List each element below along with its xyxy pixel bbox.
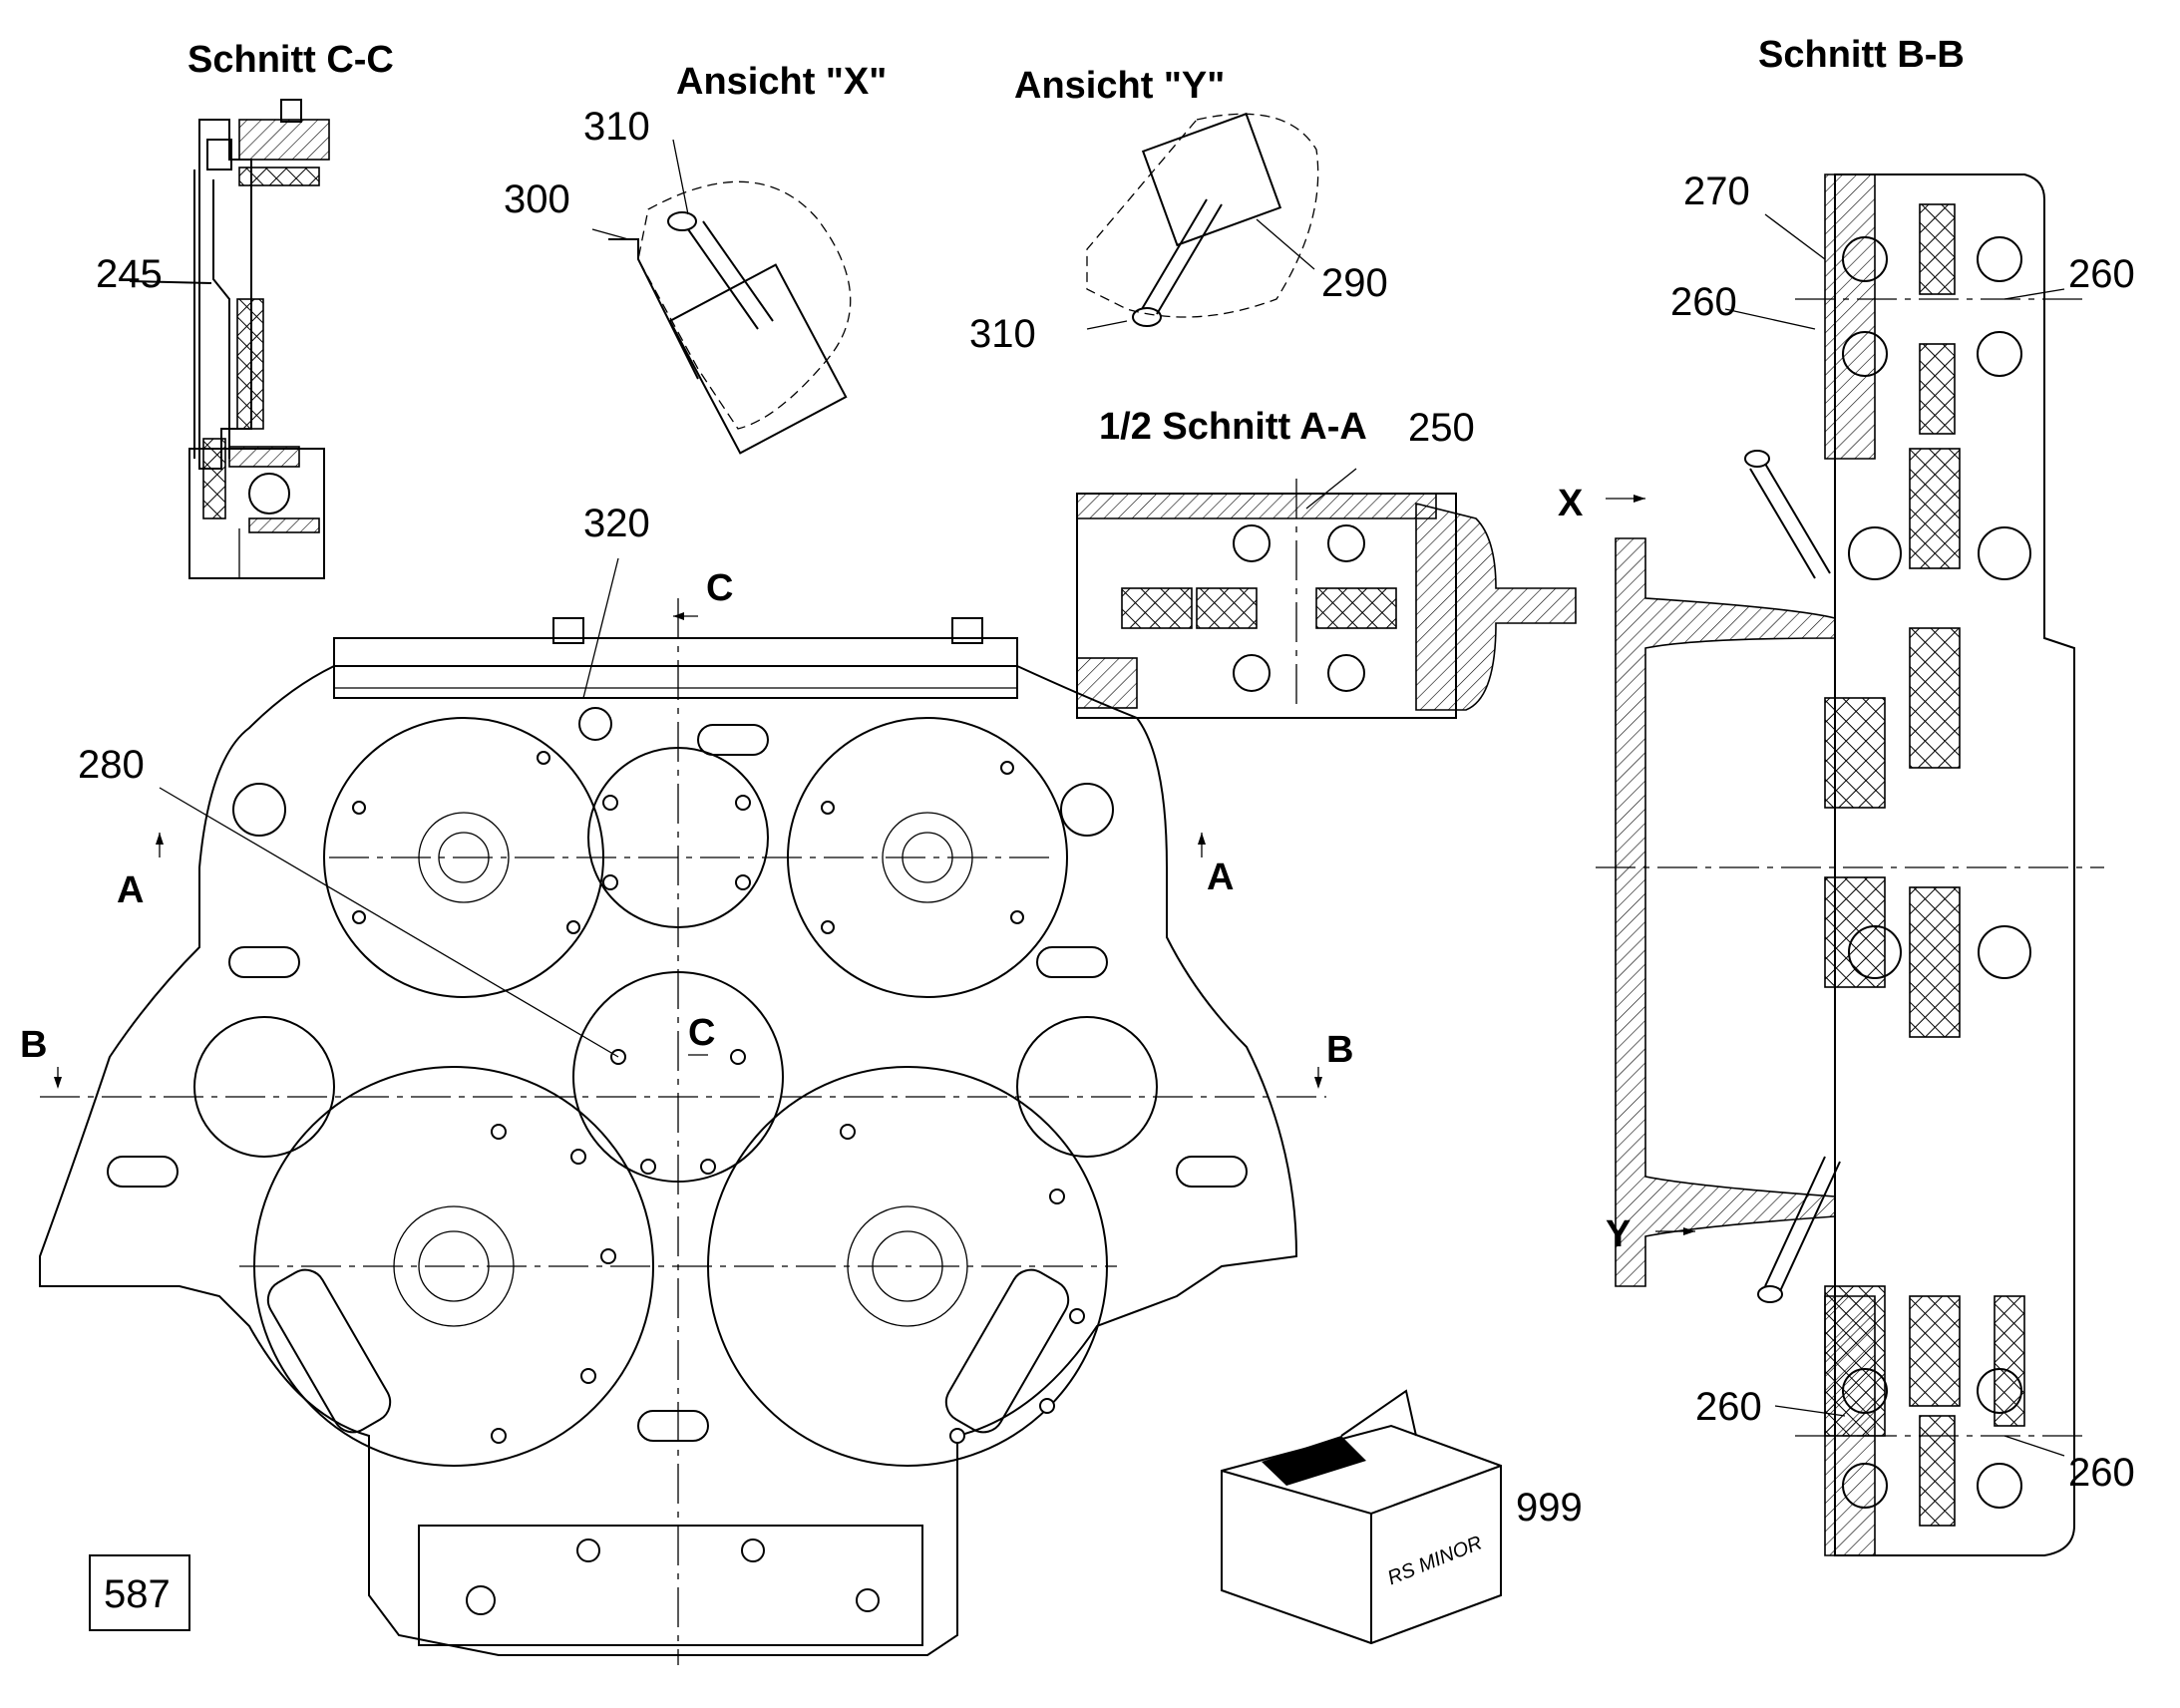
spare-parts-box xyxy=(1221,1389,1502,1645)
drawing-number-587: 587 xyxy=(104,1572,171,1616)
callout-310-y: 310 xyxy=(969,312,1036,356)
marker-c-top: C xyxy=(706,567,733,609)
section-bb-view xyxy=(1596,173,2104,1556)
section-cc-title: Schnitt C-C xyxy=(187,39,394,81)
callout-999: 999 xyxy=(1516,1486,1583,1530)
marker-c-middle: C xyxy=(688,1012,715,1054)
callout-300: 300 xyxy=(504,177,570,221)
view-x-title: Ansicht "X" xyxy=(676,61,887,103)
marker-x: X xyxy=(1558,483,1584,524)
half-section-aa-title: 1/2 Schnitt A-A xyxy=(1099,406,1367,448)
section-bb-title: Schnitt B-B xyxy=(1758,34,1965,76)
callout-290: 290 xyxy=(1321,261,1388,305)
half-section-aa xyxy=(1076,468,1577,719)
main-front-view xyxy=(39,557,1326,1665)
marker-b-right: B xyxy=(1326,1029,1353,1071)
callout-260-lower-right: 260 xyxy=(2068,1451,2135,1495)
marker-y: Y xyxy=(1606,1213,1631,1255)
callout-320: 320 xyxy=(583,502,650,545)
callout-245: 245 xyxy=(96,252,163,296)
view-y-title: Ansicht "Y" xyxy=(1014,65,1225,107)
callout-260-lower-left: 260 xyxy=(1695,1385,1762,1429)
callout-260-upper-right: 260 xyxy=(2068,252,2135,296)
callout-250: 250 xyxy=(1408,406,1475,450)
box-label: RS MINOR xyxy=(1384,1532,1485,1589)
callout-260-upper-left: 260 xyxy=(1670,280,1737,324)
marker-a-left: A xyxy=(117,869,144,911)
section-cc-view xyxy=(129,99,330,579)
callout-310-x: 310 xyxy=(583,105,650,149)
drawing-number-frame xyxy=(89,1554,190,1631)
callout-280: 280 xyxy=(78,743,145,787)
marker-b-left: B xyxy=(20,1024,47,1066)
callout-270: 270 xyxy=(1683,170,1750,213)
view-x xyxy=(591,139,852,455)
marker-a-right: A xyxy=(1207,856,1234,898)
view-y xyxy=(1086,112,1319,330)
